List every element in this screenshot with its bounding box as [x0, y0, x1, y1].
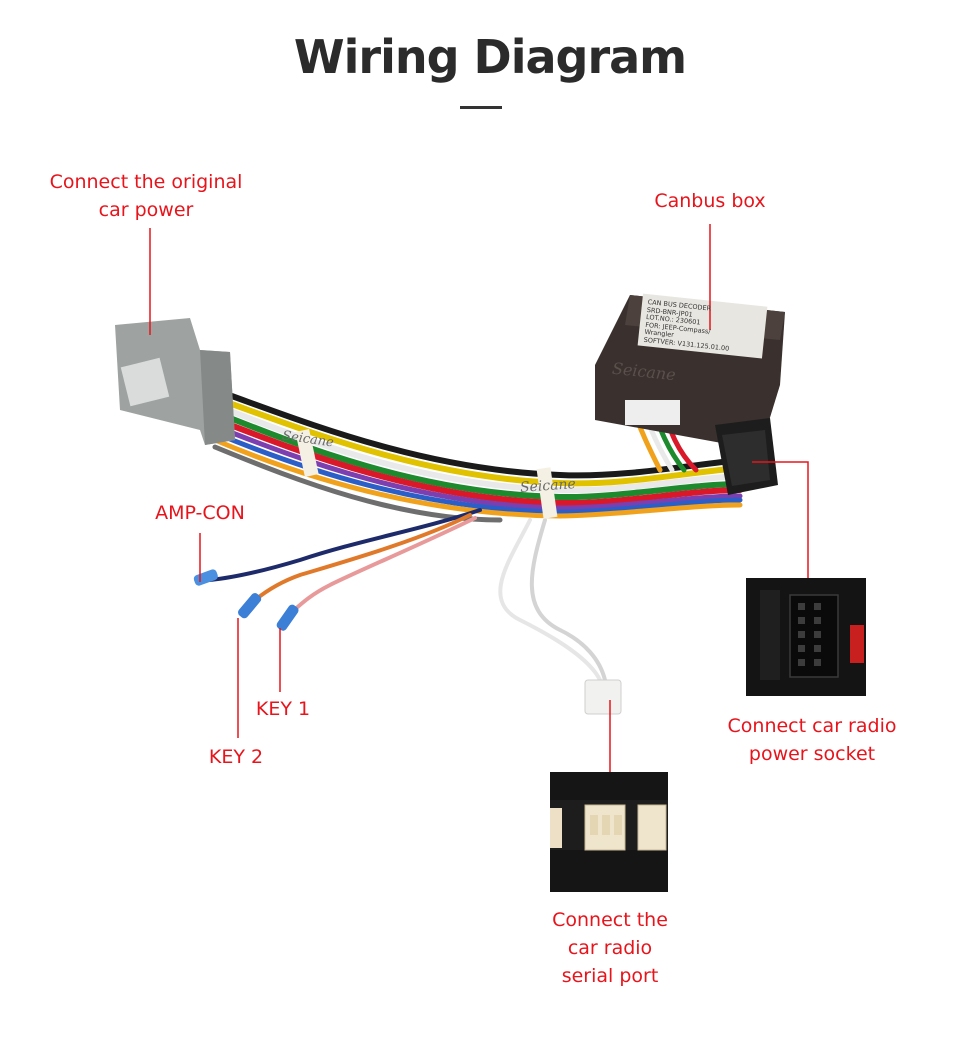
serial-plug [584, 679, 622, 715]
label-connect-original-power: Connect the original car power [49, 171, 243, 221]
label-key-1: KEY 1 [255, 698, 311, 720]
original-power-connector [115, 318, 235, 445]
canbus-box [595, 293, 785, 450]
radio-power-socket-photo [746, 578, 866, 696]
leader-lines [149, 224, 809, 772]
label-radio-power-socket: Connect car radio power socket [727, 715, 897, 765]
label-key-2: KEY 2 [208, 746, 264, 768]
wire-tips [193, 569, 299, 631]
radio-harness-plug [715, 418, 778, 495]
serial-port-photo [550, 772, 668, 892]
label-serial-port: Connect the car radio serial port [552, 909, 668, 987]
label-amp-con: AMP-CON [155, 502, 245, 524]
page-title: Wiring Diagram [293, 30, 687, 84]
title-underline [460, 106, 502, 109]
label-canbus-box: Canbus box [654, 190, 766, 212]
